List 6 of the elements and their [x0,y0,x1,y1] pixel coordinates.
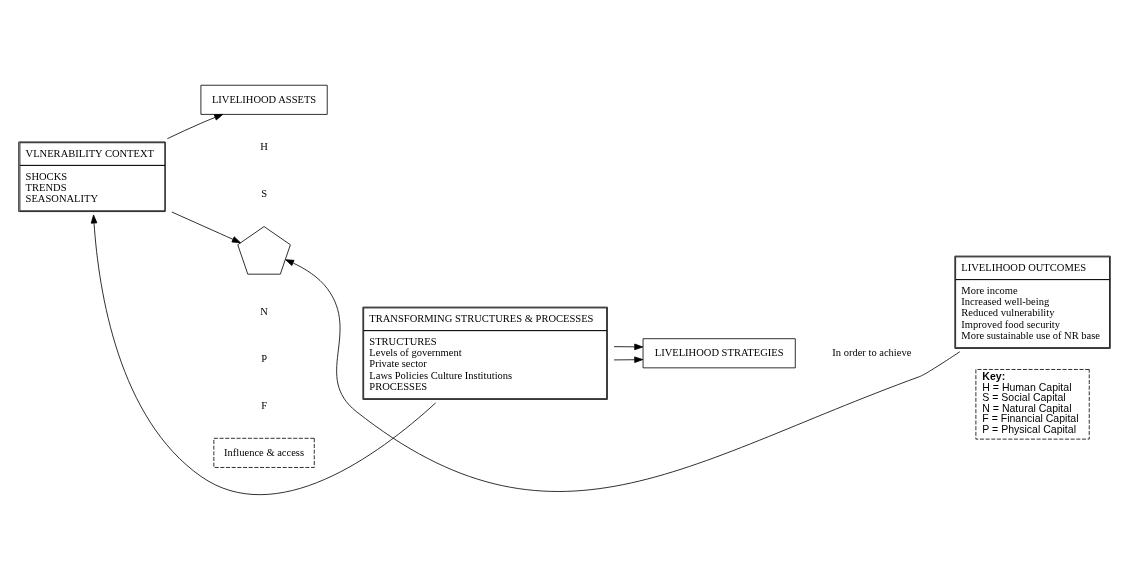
label: H [260,140,268,152]
label: In order to achieve [832,347,912,359]
label: F [261,399,267,411]
label: S [261,187,267,199]
label: P [261,352,267,364]
label: N [260,305,268,317]
